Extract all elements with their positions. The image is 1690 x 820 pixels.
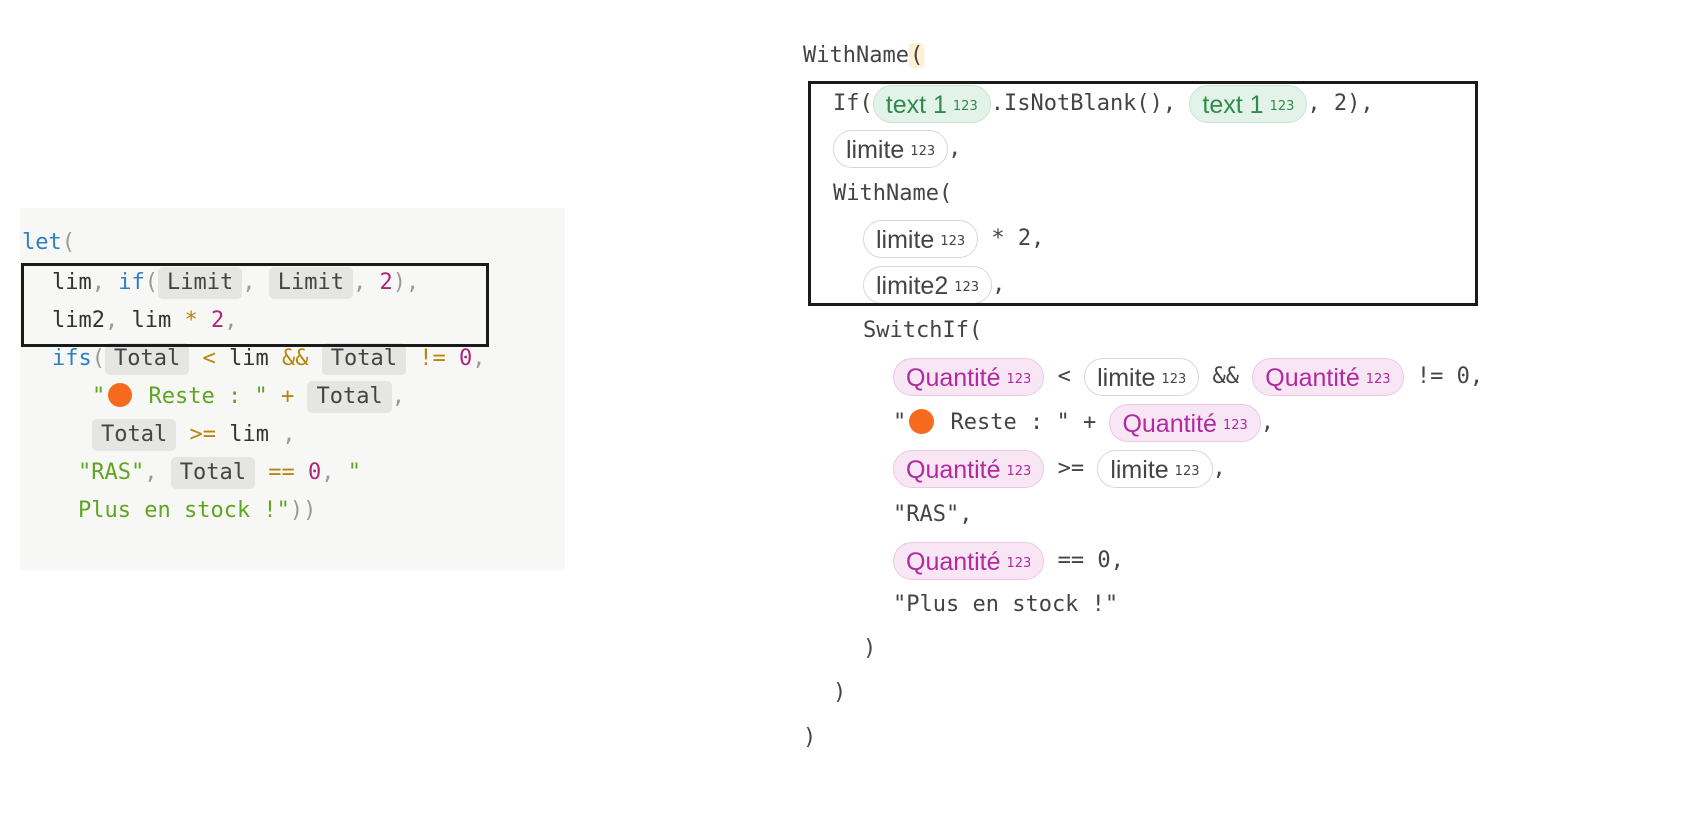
code-line-1: WithName(: [803, 43, 925, 68]
number-type-icon: 123: [1222, 418, 1248, 433]
highlight-box: [21, 263, 489, 347]
code-line-15: ): [833, 680, 847, 705]
code-line-7: SwitchIf(: [863, 318, 983, 343]
number-type-icon: 123: [1365, 372, 1391, 387]
code-line-13: "Plus en stock !": [893, 592, 1119, 617]
code-line-14: ): [863, 636, 877, 661]
field-pill[interactable]: Limit: [158, 267, 243, 299]
code-line-1: let(: [22, 230, 75, 255]
code-line-16: ): [803, 725, 817, 750]
number-type-icon: 123: [910, 144, 936, 159]
left-code-panel: let( lim, if(Limit, Limit, 2), lim2, lim…: [20, 208, 565, 570]
number-type-icon: 123: [1006, 556, 1032, 571]
field-pill[interactable]: Total: [105, 343, 190, 375]
code-line-6: Total >= lim ,: [92, 418, 295, 452]
orange-circle-icon: [909, 409, 935, 434]
code-line-7: "RAS", Total == 0, ": [78, 456, 361, 490]
number-type-icon: 123: [1174, 464, 1200, 479]
code-line-8: Plus en stock !")): [78, 498, 317, 523]
field-pill[interactable]: Limit: [268, 267, 353, 299]
number-type-icon: 123: [940, 234, 966, 249]
number-type-icon: 123: [954, 280, 980, 295]
code-line-4: WithName(: [833, 181, 953, 206]
orange-circle-icon: [108, 383, 133, 407]
code-line-5: " Reste : " + Total,: [92, 380, 405, 414]
number-type-icon: 123: [1161, 372, 1187, 387]
field-pill[interactable]: Total: [321, 343, 406, 375]
number-type-icon: 123: [952, 99, 978, 114]
field-pill[interactable]: Total: [307, 381, 392, 413]
code-line-2: lim, if(Limit, Limit, 2),: [52, 266, 419, 300]
field-pill[interactable]: Total: [170, 457, 255, 489]
number-type-icon: 123: [1006, 464, 1032, 479]
code-line-3: lim2, lim * 2,: [52, 308, 238, 333]
number-type-icon: 123: [1269, 99, 1295, 114]
keyword-let: let: [22, 230, 62, 255]
highlight-box: [808, 81, 1478, 306]
number-type-icon: 123: [1006, 372, 1032, 387]
code-line-11: "RAS",: [893, 502, 973, 527]
code-line-4: ifs(Total < lim && Total != 0,: [52, 342, 485, 376]
field-pill[interactable]: Total: [92, 419, 177, 451]
